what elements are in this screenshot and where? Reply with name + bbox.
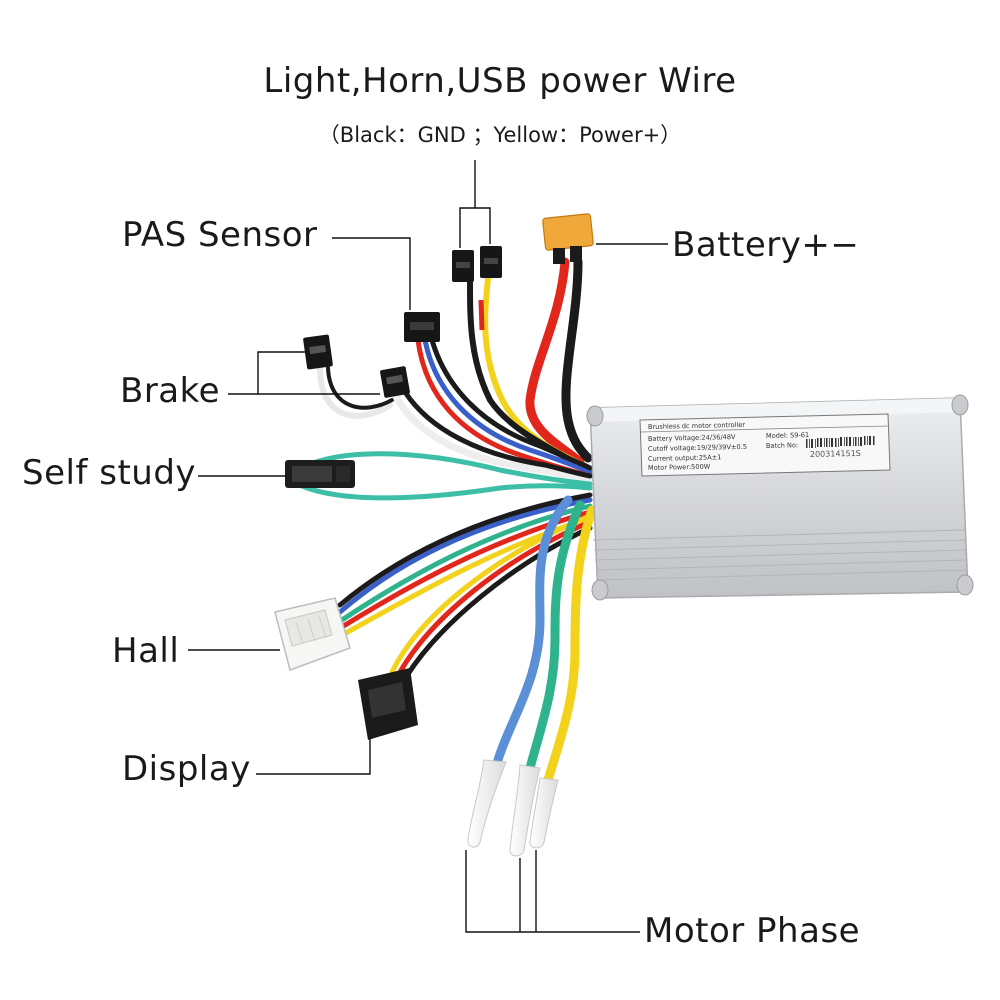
battery-black-wire <box>561 257 593 463</box>
brake-white-wire-b <box>391 391 594 484</box>
pas-blue-wire <box>422 337 593 475</box>
display-connector <box>358 668 418 740</box>
leader-pas <box>332 237 411 310</box>
leader-display <box>256 738 371 775</box>
plate-cutoff-voltage: Cutoff voltage:19/29/39V±0.5 <box>648 443 747 453</box>
brake-black-wire-b <box>402 389 593 479</box>
leader-motor-phase <box>465 850 640 933</box>
battery-red-wire <box>525 257 585 467</box>
leader-lines <box>188 160 668 933</box>
phase-yellow-wire <box>543 505 597 785</box>
display-label: Display <box>122 749 251 789</box>
plate-battery-voltage: Battery Voltage:24/36/48V <box>648 433 736 443</box>
self-study-label: Self study <box>22 453 196 493</box>
spec-plate: Brushless dc motor controller Battery Vo… <box>639 413 891 477</box>
self-study-teal-wire-2 <box>287 477 593 501</box>
leader-usb <box>459 207 491 248</box>
motor-phase-terminals <box>467 759 559 857</box>
pas-sensor-connector <box>404 312 440 342</box>
battery-label: Battery+− <box>672 225 859 265</box>
display-yellow-wire <box>389 513 593 675</box>
self-study-teal-wire <box>287 451 593 487</box>
plate-serial: 200314151S <box>810 449 861 459</box>
usb-red-short <box>478 299 485 331</box>
display-black-wire <box>405 525 593 677</box>
battery-xt60-connector <box>542 213 594 264</box>
usb-power-connectors <box>452 246 502 282</box>
plate-current-output: Current output:25A±1 <box>648 453 722 463</box>
hall-black-wire <box>337 492 593 608</box>
hall-label: Hall <box>112 631 179 671</box>
plate-heading: Brushless dc motor controller <box>648 421 746 431</box>
wire-bundle <box>287 257 597 785</box>
pas-black-wire <box>429 337 593 471</box>
plate-model: Model: S9-61 <box>766 431 809 440</box>
brake-white-wire-a <box>317 365 393 419</box>
leader-brake <box>228 351 305 395</box>
self-study-connector <box>285 460 355 488</box>
hall-blue-wire <box>337 497 593 615</box>
motor-phase-label: Motor Phase <box>644 911 860 951</box>
brake-black-wire-a <box>326 366 394 410</box>
subtitle-label: （Black：GND ；Yellow：Power+） <box>319 123 681 147</box>
phase-green-wire <box>525 500 585 773</box>
phase-blue-wire <box>493 495 573 765</box>
brake-connectors <box>303 334 410 398</box>
hall-connector <box>274 597 351 671</box>
brake-label: Brake <box>120 371 220 411</box>
display-red-wire <box>397 519 593 675</box>
pas-sensor-label: PAS Sensor <box>122 215 318 255</box>
title-label: Light,Horn,USB power Wire <box>263 61 736 101</box>
plate-motor-power: Motor Power:500W <box>648 463 711 472</box>
barcode-icon <box>806 436 875 448</box>
plate-batch: Batch No: <box>766 441 798 450</box>
